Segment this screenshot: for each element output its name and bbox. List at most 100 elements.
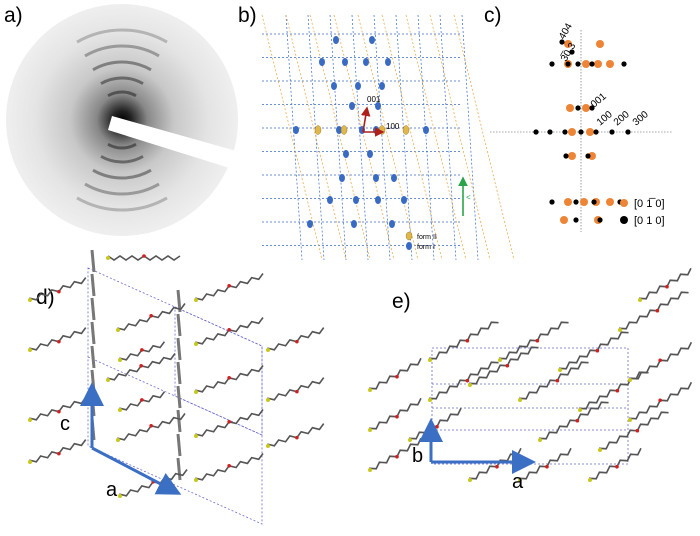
- alkyl-chain: [408, 407, 462, 440]
- diffraction-arc: [76, 196, 168, 212]
- oxygen-atom: [57, 451, 61, 456]
- form-i-spot: [375, 102, 381, 110]
- spot-010bar: [564, 198, 572, 206]
- alkyl-chain: [618, 291, 689, 330]
- label-200-c: 200: [612, 109, 632, 128]
- alkyl-chain: [498, 321, 569, 360]
- form-i-spot: [349, 102, 355, 110]
- sulfur-atom: [28, 418, 32, 422]
- form-i-spot: [391, 174, 397, 182]
- spot-010: [575, 105, 581, 111]
- form-i-spot: [367, 150, 373, 158]
- oxygen-atom: [395, 454, 399, 459]
- form-i-spot: [363, 58, 369, 66]
- form-i-spot: [351, 220, 357, 228]
- panel-d-packing: c a: [28, 249, 325, 525]
- lattice-orange-line: [405, 14, 467, 261]
- oxygen-atom: [465, 338, 470, 343]
- form-i-spot: [389, 220, 395, 228]
- form-ii-spot: [378, 125, 386, 135]
- sulfur-atom: [618, 328, 622, 332]
- lattice-orange-line: [261, 14, 323, 261]
- oxygen-atom: [615, 388, 620, 393]
- oxygen-atom: [545, 464, 549, 469]
- form-i-spot: [293, 126, 299, 134]
- spot-010: [549, 199, 555, 205]
- alkyl-chain: [428, 321, 499, 360]
- oxygen-atom: [142, 254, 146, 258]
- lattice-slant-line: [373, 14, 391, 261]
- form-i-spot: [375, 196, 381, 204]
- form-i-spot: [373, 174, 379, 182]
- alkyl-chain: [578, 371, 649, 410]
- sulfur-atom: [368, 468, 372, 472]
- backbone-segment: [176, 433, 182, 457]
- form-i-spot: [353, 196, 359, 204]
- spot-010: [609, 129, 615, 135]
- oxygen-atom: [658, 398, 662, 403]
- legend-010-marker: [620, 216, 628, 224]
- form-i-spot: [319, 58, 325, 66]
- spot-010: [589, 105, 595, 111]
- sulfur-atom: [558, 368, 562, 372]
- oxygen-atom: [227, 464, 231, 468]
- oxygen-atom: [227, 284, 231, 288]
- sulfur-atom: [468, 383, 472, 387]
- alkyl-chain: [598, 411, 669, 450]
- spot-010: [563, 153, 569, 159]
- spot-010bar: [586, 128, 594, 136]
- unit-cell-dashed-e: [431, 347, 629, 465]
- form-i-spot: [343, 150, 349, 158]
- oxygen-atom: [395, 374, 399, 379]
- label-001: 001: [367, 95, 381, 104]
- spot-010bar: [588, 152, 596, 160]
- alkyl-chain: [428, 361, 499, 400]
- spot-010bar: [582, 104, 590, 112]
- unit-cell-inner: [174, 306, 263, 436]
- diffraction-arcs: [76, 28, 168, 212]
- spot-010: [565, 61, 571, 67]
- diffraction-arc: [84, 44, 160, 58]
- oxygen-atom: [465, 378, 470, 383]
- alkyl-chain: [558, 331, 629, 370]
- diffraction-arc: [92, 60, 152, 72]
- alkyl-chain: [29, 439, 87, 463]
- sulfur-atom: [106, 378, 110, 382]
- sulfur-atom: [408, 438, 412, 442]
- oxygen-atom: [227, 376, 231, 380]
- axis-a-label: a: [106, 479, 118, 501]
- sulfur-atom: [428, 398, 432, 402]
- panel-a-diffraction-pattern: [6, 4, 240, 236]
- panel-c-label: c): [484, 4, 502, 27]
- form-i-spot: [355, 82, 361, 90]
- backbone-segment: [176, 385, 182, 409]
- scale-label: <: [466, 193, 471, 202]
- molecules: [28, 249, 325, 498]
- sulfur-atom: [538, 438, 542, 442]
- lattice-spots: [293, 36, 429, 228]
- spot-010bar: [560, 216, 568, 224]
- axis-a-arrow: [91, 446, 182, 495]
- form-i-spot: [307, 220, 313, 228]
- form-ii-spot: [340, 125, 348, 135]
- axis-c-label: c: [60, 413, 70, 435]
- axis-a-label-e: a: [512, 471, 524, 493]
- label-404: 404: [557, 21, 575, 41]
- sulfur-atom: [628, 418, 632, 422]
- oxygen-atom: [295, 339, 299, 344]
- backbone-segment: [90, 249, 96, 273]
- panel-a-label: a): [4, 4, 23, 27]
- label-300-c: 300: [631, 109, 651, 128]
- unit-cell-outline: [87, 267, 263, 525]
- sulfur-atom: [266, 398, 270, 402]
- oxygen-atom: [149, 424, 153, 428]
- form-i-spot: [327, 196, 333, 204]
- spot-010: [593, 129, 599, 135]
- sulfur-atom: [578, 408, 582, 412]
- spot-010bar: [566, 104, 574, 112]
- sulfur-atom: [28, 348, 32, 352]
- oxygen-atom: [495, 464, 499, 469]
- spot-010: [549, 61, 555, 67]
- form-i-spot: [339, 174, 345, 182]
